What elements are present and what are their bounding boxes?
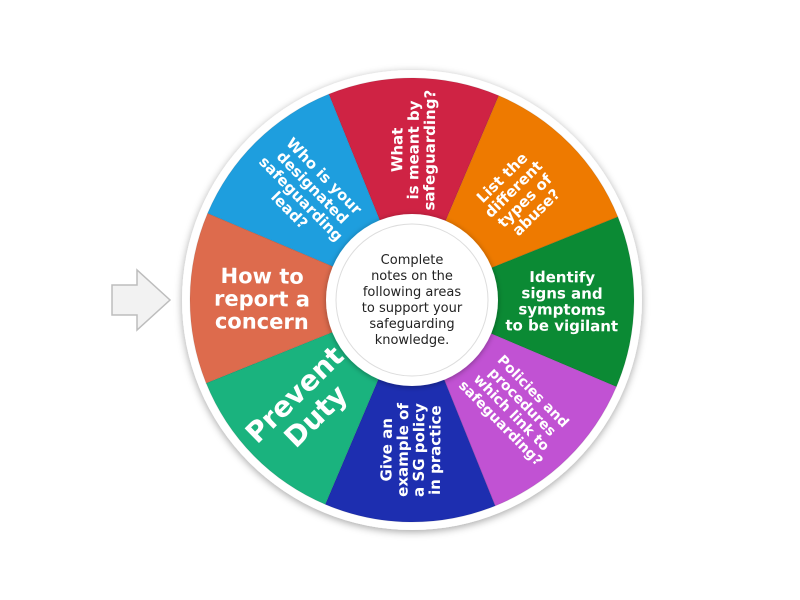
segment-label-line: to be vigilant bbox=[505, 316, 618, 335]
segment-label-line: What bbox=[388, 128, 406, 173]
segment-label-line: report a bbox=[214, 287, 310, 312]
segment-label-line: concern bbox=[215, 309, 309, 334]
center-text-line: Complete bbox=[381, 253, 444, 268]
segment-label: List thedifferenttypes ofabuse? bbox=[470, 145, 569, 244]
center-text-line: notes on the bbox=[371, 269, 453, 284]
segment-label-line: signs and bbox=[521, 284, 602, 303]
wheel-segments[interactable] bbox=[189, 77, 635, 523]
segment-label-line: Identify bbox=[529, 268, 595, 287]
segment-label: Whatis meant bysafeguarding? bbox=[388, 89, 439, 210]
pointer-arrow-icon[interactable] bbox=[111, 268, 172, 332]
segment-label-line: safeguarding? bbox=[420, 90, 439, 211]
center-text-line: following areas bbox=[363, 285, 462, 300]
segment-label-line: example of bbox=[393, 403, 412, 497]
center-hub bbox=[335, 223, 489, 377]
segment-label-line: Give an bbox=[377, 418, 396, 482]
segment-label-line: a SG policy bbox=[410, 403, 429, 497]
segment-label-line: symptoms bbox=[518, 300, 605, 319]
segment-label: Give anexample ofa SG policyin practice bbox=[377, 402, 444, 497]
segment-label-line: is meant by bbox=[404, 100, 423, 199]
center-text-line: knowledge. bbox=[375, 333, 450, 348]
segment-label-line: in practice bbox=[426, 405, 445, 495]
segment-label-line: How to bbox=[221, 264, 304, 289]
center-text-line: safeguarding bbox=[369, 317, 454, 332]
spin-wheel[interactable]: Whatis meant bysafeguarding? List thediff… bbox=[182, 70, 642, 530]
center-text-line: to support your bbox=[362, 301, 463, 316]
